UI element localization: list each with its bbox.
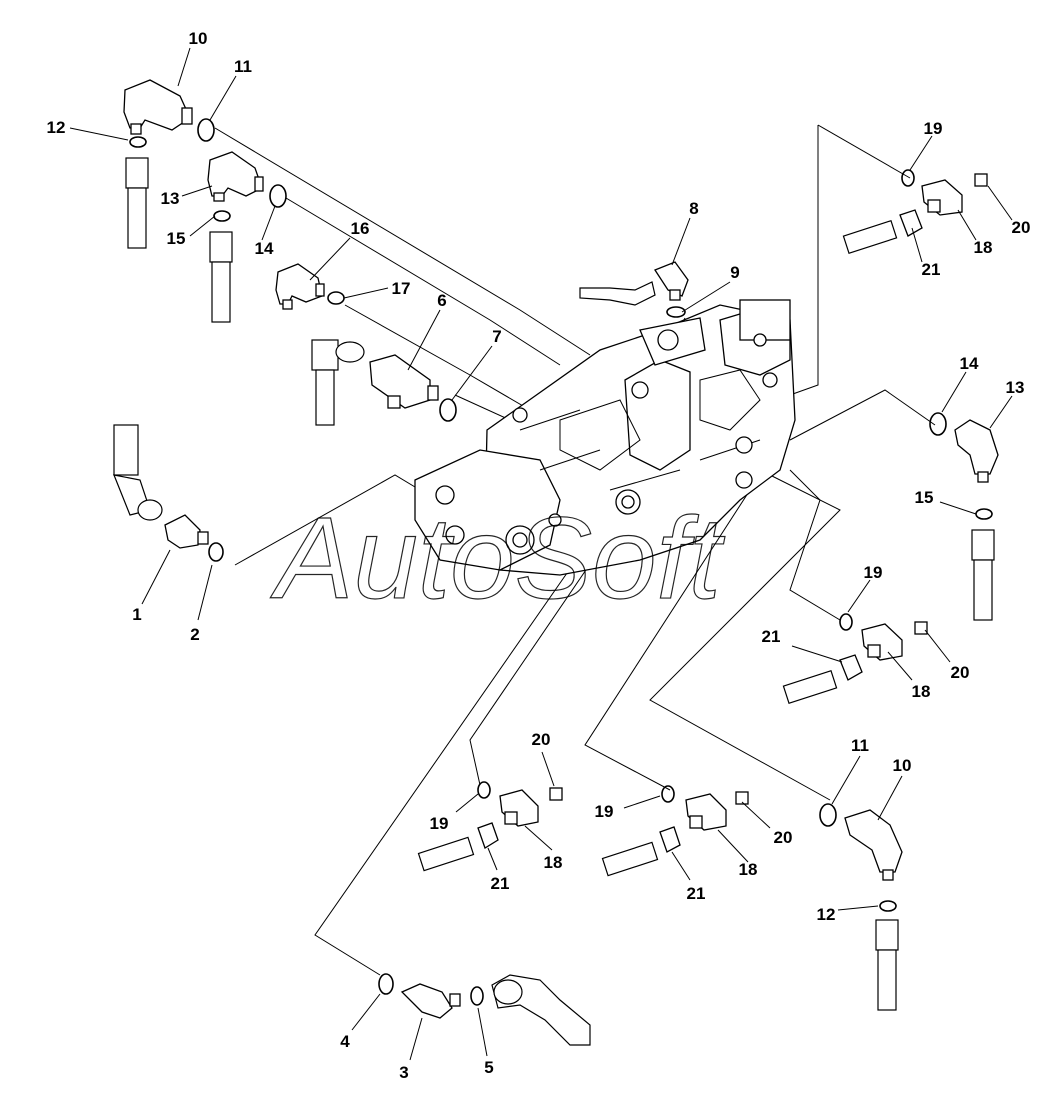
callout-6: 6 [437,291,446,310]
o-ring-2 [208,542,224,562]
callout-18-middle-right: 18 [912,682,931,701]
hose-end-6-side [311,339,365,426]
plug-20-c [549,787,563,801]
callout-19-lower-left: 19 [430,814,449,833]
elbow-fitting-13-right [954,419,999,483]
o-ring-15-upper [213,210,231,222]
elbow-fitting-13-upper [207,151,264,202]
hose-end-right [971,529,995,621]
elbow-fitting-16 [275,263,325,310]
callout-14-upper: 14 [255,239,274,258]
callout-21-lower-middle: 21 [687,884,706,903]
hose-left [113,424,163,521]
leader-lines [69,47,1013,1061]
callout-3: 3 [399,1063,408,1082]
callout-15-upper: 15 [167,229,186,248]
hose-8-line [579,281,656,306]
o-ring-11-upper [197,118,215,142]
o-ring-7 [439,398,457,422]
callout-18-upper-right: 18 [974,238,993,257]
tee-fitting-18-a [921,179,963,216]
o-ring-19-b [839,613,853,631]
callout-16: 16 [351,219,370,238]
adapter-21-c [417,822,499,872]
callout-10-lower: 10 [893,756,912,775]
elbow-fitting-10-upper [123,79,193,135]
elbow-fitting-10-lower [844,809,903,881]
callout-21-upper-right: 21 [922,260,941,279]
o-ring-17 [327,291,345,305]
callout-21-middle-right: 21 [762,627,781,646]
plug-20-d [735,791,749,805]
o-ring-15-right [975,508,993,520]
hose-end-lower-right [875,919,899,1011]
callout-12-lower: 12 [817,905,836,924]
callout-5: 5 [484,1058,493,1077]
o-ring-19-d [661,785,675,803]
o-ring-5 [470,986,484,1006]
callout-15-right: 15 [915,488,934,507]
tee-fitting-18-c [499,789,539,827]
watermark-text: AutoSoft [270,493,726,623]
callout-20-lower-middle: 20 [774,828,793,847]
callout-13-right: 13 [1006,378,1025,397]
o-ring-9 [666,306,686,318]
assembly-lines [214,124,936,976]
plug-20-a [974,173,988,187]
hose-end-bottom [491,974,591,1046]
callout-17: 17 [392,279,411,298]
callout-20-lower-left: 20 [532,730,551,749]
callout-10-upper: 10 [189,29,208,48]
callout-7: 7 [492,327,501,346]
callout-18-lower-left: 18 [544,853,563,872]
elbow-fitting-8 [654,261,689,301]
elbow-fitting-3 [400,983,461,1019]
callout-14-right: 14 [960,354,979,373]
callout-2: 2 [190,625,199,644]
callout-19-upper-right: 19 [924,119,943,138]
o-ring-12-upper [129,136,147,148]
o-ring-11-lower [819,803,837,827]
plug-20-b [914,621,928,635]
o-ring-19-c [477,781,491,799]
callout-9: 9 [730,263,739,282]
tee-fitting-18-d [685,793,727,831]
tee-fitting-18-b [861,623,903,661]
adapter-21-d [601,826,681,877]
o-ring-14-upper [269,184,287,208]
o-ring-4 [378,973,394,995]
callout-20-middle-right: 20 [951,663,970,682]
callout-18-lower-middle: 18 [739,860,758,879]
adapter-21-a [842,209,923,255]
hose-end-upper-left-2 [209,231,233,323]
callout-11-lower: 11 [851,736,869,755]
o-ring-19-a [901,169,915,187]
adapter-21-b [782,654,863,705]
o-ring-12-lower [879,900,897,912]
callout-19-lower-middle: 19 [595,802,614,821]
callout-1: 1 [132,605,141,624]
callout-4: 4 [340,1032,350,1051]
callout-12-upper: 12 [47,118,66,137]
callout-labels: 10 11 12 13 15 14 16 17 6 7 8 9 19 20 18… [47,29,1031,1082]
adapter-1 [164,514,209,549]
callout-11-upper: 11 [234,57,252,76]
callout-20-upper-right: 20 [1012,218,1031,237]
callout-21-lower-left: 21 [491,874,510,893]
o-ring-14-right [929,412,947,436]
tee-fitting-6 [369,354,439,409]
callout-13-upper: 13 [161,189,180,208]
callout-8: 8 [689,199,698,218]
hose-end-upper-left-1 [125,157,149,249]
callout-19-middle-right: 19 [864,563,883,582]
control-valve-body [414,299,796,576]
